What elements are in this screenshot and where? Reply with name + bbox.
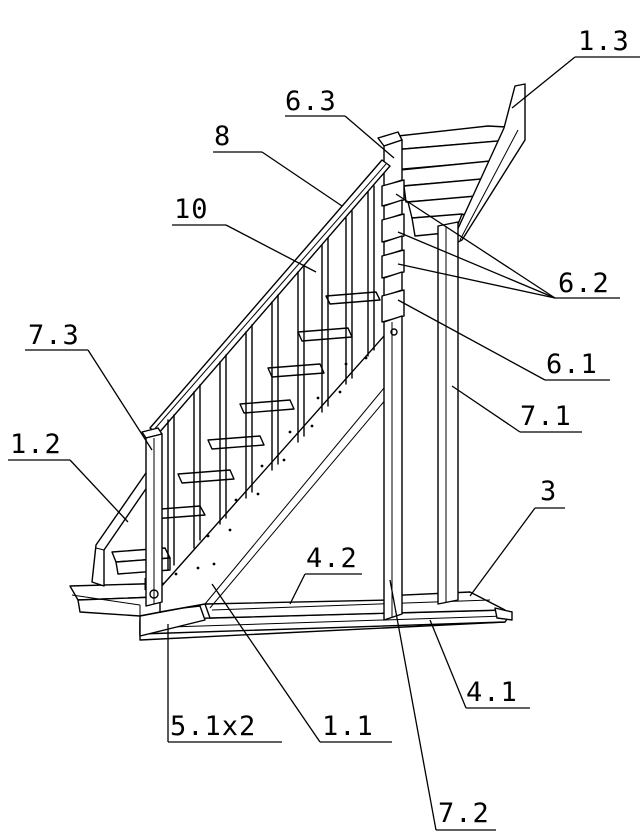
label-5-1x2: 5.1x2 <box>170 711 256 742</box>
label-1-1: 1.1 <box>322 711 374 742</box>
screw-holes <box>174 356 368 576</box>
post-7-1 <box>437 221 459 605</box>
top-landing <box>379 83 526 247</box>
label-6-2: 6.2 <box>558 268 610 299</box>
label-7-1: 7.1 <box>520 401 572 432</box>
leader-lines <box>8 56 640 831</box>
label-8: 8 <box>214 121 231 152</box>
post-7-3 <box>141 427 163 607</box>
part-labels: 1.3 6.3 8 10 6.2 6.1 7.3 7.1 1.2 3 4.2 5… <box>10 26 630 829</box>
label-10: 10 <box>174 194 209 225</box>
label-4-1: 4.1 <box>466 677 518 708</box>
label-7-3: 7.3 <box>28 320 80 351</box>
base-frame <box>139 591 513 641</box>
label-1-3: 1.3 <box>578 26 630 57</box>
balusters <box>167 185 375 571</box>
label-6-3: 6.3 <box>285 86 337 117</box>
label-7-2: 7.2 <box>438 798 490 829</box>
label-4-2: 4.2 <box>306 543 358 574</box>
stringer-1-1 <box>159 321 393 613</box>
label-6-1: 6.1 <box>546 349 598 380</box>
label-1-2: 1.2 <box>10 429 62 460</box>
label-3: 3 <box>540 476 557 507</box>
